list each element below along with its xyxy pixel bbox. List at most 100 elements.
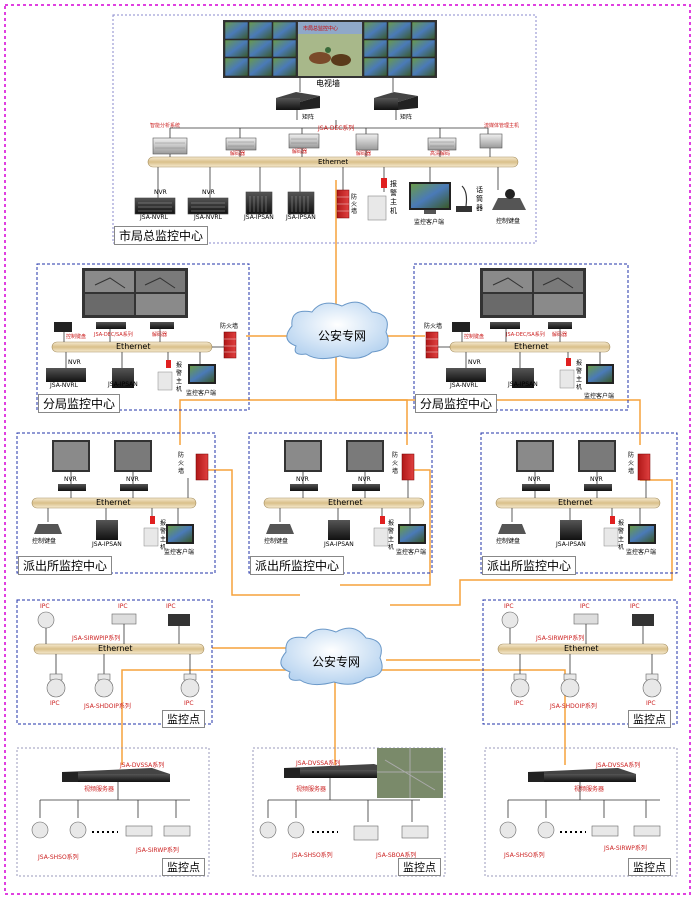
station-2-keyboard-label: 控制键盘	[264, 538, 289, 545]
city-alarm-label: 报警主机	[390, 180, 397, 215]
dvs-site-3	[484, 747, 678, 877]
decoder-3-label: 解码器	[356, 151, 372, 157]
station-1-nvr-right: NVR	[126, 476, 139, 483]
tv-wall	[223, 20, 437, 78]
station-3-nvr-right: NVR	[590, 476, 603, 483]
dvs-site-2	[252, 747, 446, 877]
branch-right-ipsan-label: JSA-IPSAN	[508, 381, 538, 388]
station-3-firewall-label: 防火墙	[628, 452, 635, 475]
branch-right-firewall-device	[425, 331, 439, 359]
ipc-left-ipc-4: IPC	[50, 700, 60, 707]
branch-right-firewall-label: 防火墙	[424, 323, 443, 330]
outer-border	[4, 4, 691, 895]
nvr-1-top-label: NVR	[154, 189, 167, 196]
branch-left-ipsan-label: JSA-IPSAN	[108, 381, 138, 388]
station-3-ethernet-label: Ethernet	[558, 498, 593, 507]
site-3-title: 监控点	[162, 858, 205, 876]
branch-right-nvr-label: NVR	[468, 359, 481, 366]
branch-left-decoder-series-label: JSA-DEC/SA系列	[94, 332, 133, 338]
ipc-right-ethernet-label: Ethernet	[564, 644, 599, 653]
ipc-left-ipc-5: IPC	[184, 700, 194, 707]
branch-left-client-label: 监控客户端	[186, 390, 217, 397]
branch-left-nvr-model-label: JSA-NVRL	[50, 382, 78, 389]
station-2-ethernet-label: Ethernet	[328, 498, 363, 507]
cloud-top	[286, 301, 389, 360]
station-1-alarm-label: 报警主机	[160, 520, 167, 551]
station-2	[248, 432, 433, 574]
ipsan-2-label: JSA-IPSAN	[286, 214, 316, 221]
decoder-series-label: JSA-DEC系列	[318, 125, 355, 132]
ipc-right-ipc-1: IPC	[504, 603, 514, 610]
tv-screen-caption: 市局总监控中心	[303, 26, 339, 32]
branch-right-title: 分局监控中心	[415, 394, 498, 413]
site-1-title: 监控点	[162, 710, 205, 728]
dvs-1-cam: JSA-SIRWP系列	[136, 847, 179, 854]
branch-right-ethernet-label: Ethernet	[514, 342, 549, 351]
branch-right-monitors	[480, 268, 586, 318]
ipc-site-left	[16, 599, 213, 725]
branch-right-box	[413, 263, 629, 411]
nvr-1-bottom-label: JSA-NVRL	[140, 214, 168, 221]
site-2-title: 监控点	[628, 710, 671, 728]
branch-right-nvr-model-label: JSA-NVRL	[450, 382, 478, 389]
dvs-3-cam: JSA-SIRWP系列	[604, 845, 647, 852]
branch-left-title: 分局监控中心	[38, 394, 121, 413]
branch-left-alarm-label: 报警主机	[176, 362, 183, 393]
matrix-left	[276, 92, 320, 110]
nvr-2-bottom-label: JSA-NVRL	[194, 214, 222, 221]
branch-left-keyboard-label: 控制键盘	[66, 334, 87, 340]
matrix-left-label: 矩阵	[302, 114, 315, 121]
station-1-nvr-left: NVR	[64, 476, 77, 483]
branch-right-decoder-series-label: JSA-DEC/SA系列	[506, 332, 545, 338]
ipc-right-ipc-3: IPC	[630, 603, 640, 610]
city-monitor	[409, 182, 472, 214]
branch-right-decoder-label: 解码器	[552, 332, 568, 338]
ipc-left-series: JSA-SIRWPIP系列	[72, 635, 121, 642]
station-2-client-label: 监控客户端	[396, 549, 427, 556]
city-client-label: 监控客户端	[414, 219, 445, 226]
branch-left-ethernet-label: Ethernet	[116, 342, 151, 351]
branch-left-firewall-label: 防火墙	[220, 323, 239, 330]
ipsan-1-label: JSA-IPSAN	[244, 214, 274, 221]
ipc-left-ethernet-label: Ethernet	[98, 644, 133, 653]
station-2-nvr-left: NVR	[296, 476, 309, 483]
matrix-right	[374, 92, 418, 110]
station-1-title: 派出所监控中心	[18, 556, 113, 575]
dvs-3-dome: JSA-SHSO系列	[504, 852, 545, 859]
cloud-top-label: 公安专网	[318, 329, 367, 343]
branch-left-firewall-device	[223, 331, 237, 359]
city-ethernet-bus	[147, 156, 519, 168]
branch-left-nvr-label: NVR	[68, 359, 81, 366]
station-1-keyboard-label: 控制键盘	[32, 538, 57, 545]
city-keyboard-label: 控制键盘	[496, 218, 521, 225]
station-1-firewall-label: 防火墙	[178, 452, 185, 475]
station-2-ipsan-label: JSA-IPSAN	[324, 541, 354, 548]
ipc-left-dome-series: JSA-SHDOIP系列	[84, 703, 131, 710]
matrix-right-label: 矩阵	[400, 114, 413, 121]
ipc-site-right	[482, 599, 678, 725]
station-2-nvr-right: NVR	[358, 476, 371, 483]
city-storage	[134, 191, 315, 215]
branch-left-box	[36, 263, 250, 411]
station-2-title: 派出所监控中心	[250, 556, 345, 575]
station-2-alarm-label: 报警主机	[388, 520, 395, 551]
branch-right-client-label: 监控客户端	[584, 393, 615, 400]
cloud-bottom	[280, 627, 383, 686]
station-1-ethernet-label: Ethernet	[96, 498, 131, 507]
station-3-keyboard-label: 控制键盘	[496, 538, 521, 545]
ipc-right-ipc-2: IPC	[580, 603, 590, 610]
city-keyboard-device	[492, 189, 526, 210]
hd-decoder-label: 高清解码	[430, 151, 451, 157]
ipc-left-ipc-3: IPC	[166, 603, 176, 610]
dvs-3-series: JSA-DVSSA系列	[596, 762, 641, 769]
site-5-title: 监控点	[628, 858, 671, 876]
tv-wall-label: 电视墙	[316, 79, 340, 88]
branch-right-keyboard-label: 控制键盘	[464, 334, 485, 340]
station-3-nvr-left: NVR	[528, 476, 541, 483]
ipc-right-series: JSA-SIRWPIP系列	[536, 635, 585, 642]
site-4-title: 监控点	[398, 858, 441, 876]
stream-server-label: 流媒体管理主机	[484, 123, 520, 129]
cloud-bottom-label: 公安专网	[312, 655, 361, 669]
dvs-2-cam: JSA-SBOA系列	[376, 852, 417, 859]
city-center-box	[112, 14, 537, 244]
